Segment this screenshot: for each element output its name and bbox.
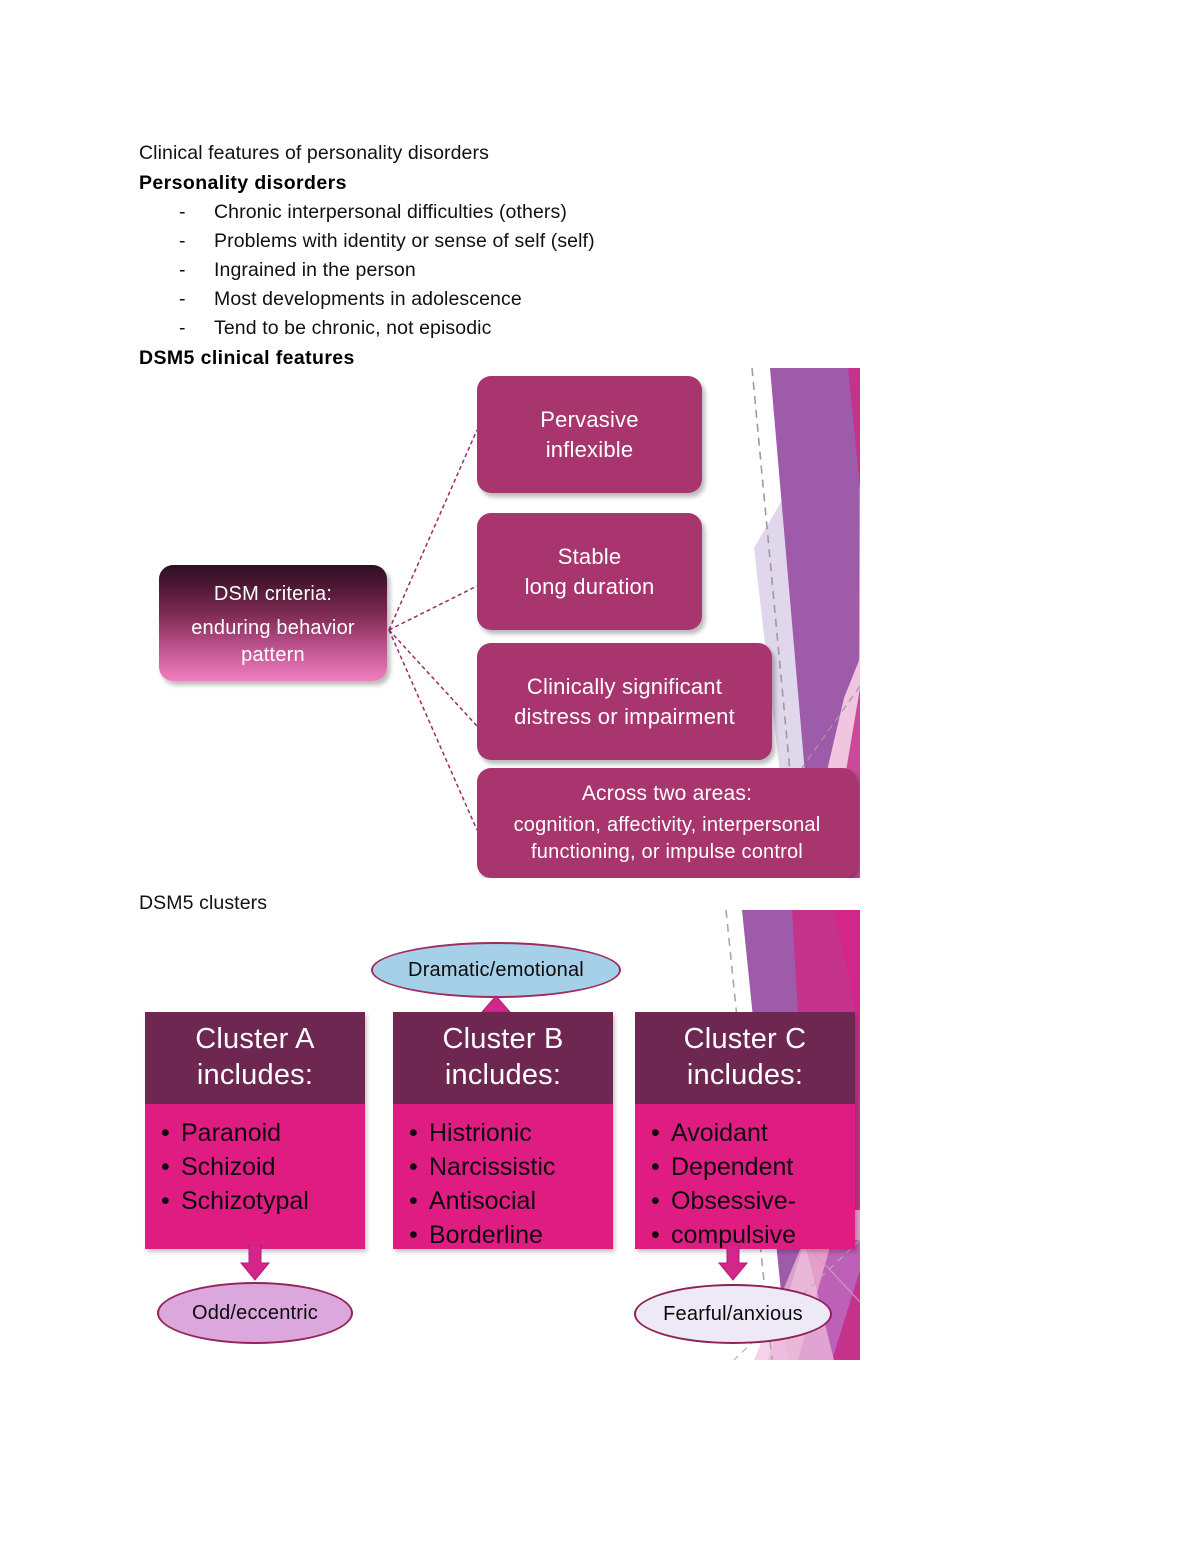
dash-marker: - <box>179 317 186 339</box>
cluster-a-column: Cluster A includes: Paranoid Schizoid Sc… <box>145 1012 365 1249</box>
node-line-3: pattern <box>241 644 305 666</box>
cluster-b-list: Histrionic Narcissistic Antisocial Borde… <box>409 1117 609 1252</box>
list-item: Narcissistic <box>409 1151 609 1184</box>
list-item-label: Problems with identity or sense of self … <box>214 230 595 252</box>
dash-marker: - <box>179 230 186 252</box>
node-line-2: inflexible <box>545 436 634 462</box>
personality-disorders-list: - Chronic interpersonal difficulties (oth… <box>139 198 839 343</box>
node-dsm-criteria: DSM criteria: enduring behavior pattern <box>159 565 387 681</box>
cluster-b-heading-line-1: Cluster B <box>442 1023 564 1055</box>
cluster-b-body: Histrionic Narcissistic Antisocial Borde… <box>393 1104 613 1252</box>
node-pervasive-inflexible: Pervasive inflexible <box>477 376 702 493</box>
cluster-a-header: Cluster A includes: <box>145 1012 365 1104</box>
node-line-1: Across two areas: <box>581 782 753 805</box>
label-dramatic-emotional: Dramatic/emotional <box>371 942 621 998</box>
list-item: - Problems with identity or sense of self… <box>139 227 839 256</box>
dash-marker: - <box>179 288 186 310</box>
cluster-b-column: Cluster B includes: Histrionic Narcissis… <box>393 1012 613 1252</box>
list-item: Borderline <box>409 1219 609 1252</box>
node-clinically-significant-distress: Clinically significant distress or impai… <box>477 643 772 760</box>
notes-text-block: Clinical features of personality disorde… <box>139 138 839 373</box>
list-item-label: Most developments in adolescence <box>214 288 522 310</box>
list-item-label: Chronic interpersonal difficulties (othe… <box>214 201 567 223</box>
cluster-b-heading-line-2: includes: <box>444 1059 562 1091</box>
cluster-c-header: Cluster C includes: <box>635 1012 855 1104</box>
label-odd-eccentric: Odd/eccentric <box>157 1282 353 1344</box>
heading-dsm5-clusters: DSM5 clusters <box>139 892 268 914</box>
list-item-continuation: compulsive <box>651 1219 851 1252</box>
cluster-b-header: Cluster B includes: <box>393 1012 613 1104</box>
node-line-1: Pervasive <box>540 406 639 432</box>
node-across-two-areas: Across two areas: cognition, affectivity… <box>477 768 857 878</box>
ellipse-label: Odd/eccentric <box>192 1301 318 1324</box>
list-item: Histrionic <box>409 1117 609 1150</box>
list-item: - Most developments in adolescence <box>139 285 839 314</box>
dash-marker: - <box>179 201 186 223</box>
ellipse-label: Fearful/anxious <box>663 1302 803 1325</box>
ellipse-label: Dramatic/emotional <box>408 958 584 981</box>
list-item-label: Tend to be chronic, not episodic <box>214 317 492 339</box>
cluster-c-heading-line-2: includes: <box>686 1059 804 1091</box>
list-item: - Tend to be chronic, not episodic <box>139 314 839 343</box>
cluster-a-list: Paranoid Schizoid Schizotypal <box>161 1117 361 1218</box>
arrow-down-to-fearful-anxious <box>717 1245 749 1281</box>
list-item: Obsessive- <box>651 1185 851 1218</box>
label-fearful-anxious: Fearful/anxious <box>634 1284 832 1344</box>
node-line-1: Clinically significant <box>526 673 723 699</box>
dash-marker: - <box>179 259 186 281</box>
list-item: Schizotypal <box>161 1185 361 1218</box>
list-item: Schizoid <box>161 1151 361 1184</box>
node-line-2: enduring behavior <box>191 617 355 639</box>
dsm-clusters-diagram: Dramatic/emotional Cluster A includes: P… <box>139 910 860 1360</box>
cluster-a-heading-line-1: Cluster A <box>195 1023 315 1055</box>
heading-personality-disorders: Personality disorders <box>139 172 347 194</box>
cluster-c-body: Avoidant Dependent Obsessive- compulsive <box>635 1104 855 1252</box>
node-line-2: distress or impairment <box>514 703 735 729</box>
cluster-a-heading-line-2: includes: <box>196 1059 314 1091</box>
node-line-1: Stable <box>557 543 622 569</box>
heading-dsm5-clinical-features: DSM5 clinical features <box>139 347 355 369</box>
node-stable-long-duration: Stable long duration <box>477 513 702 630</box>
list-item: Antisocial <box>409 1185 609 1218</box>
node-line-1: DSM criteria: <box>213 583 333 605</box>
list-item: - Chronic interpersonal difficulties (oth… <box>139 198 839 227</box>
list-item: Paranoid <box>161 1117 361 1150</box>
dsm-criteria-diagram: DSM criteria: enduring behavior pattern … <box>155 368 860 878</box>
node-line-3: functioning, or impulse control <box>531 841 803 863</box>
list-item: Avoidant <box>651 1117 851 1150</box>
list-item-label: Ingrained in the person <box>214 259 416 281</box>
node-line-2: cognition, affectivity, interpersonal <box>513 814 821 836</box>
cluster-c-heading-line-1: Cluster C <box>683 1023 807 1055</box>
page-title: Clinical features of personality disorde… <box>139 142 489 164</box>
cluster-a-body: Paranoid Schizoid Schizotypal <box>145 1104 365 1249</box>
arrow-down-to-odd-eccentric <box>239 1245 271 1281</box>
node-line-2: long duration <box>524 573 655 599</box>
cluster-c-list: Avoidant Dependent Obsessive- compulsive <box>651 1117 851 1252</box>
cluster-c-column: Cluster C includes: Avoidant Dependent O… <box>635 1012 855 1252</box>
list-item: - Ingrained in the person <box>139 256 839 285</box>
list-item: Dependent <box>651 1151 851 1184</box>
